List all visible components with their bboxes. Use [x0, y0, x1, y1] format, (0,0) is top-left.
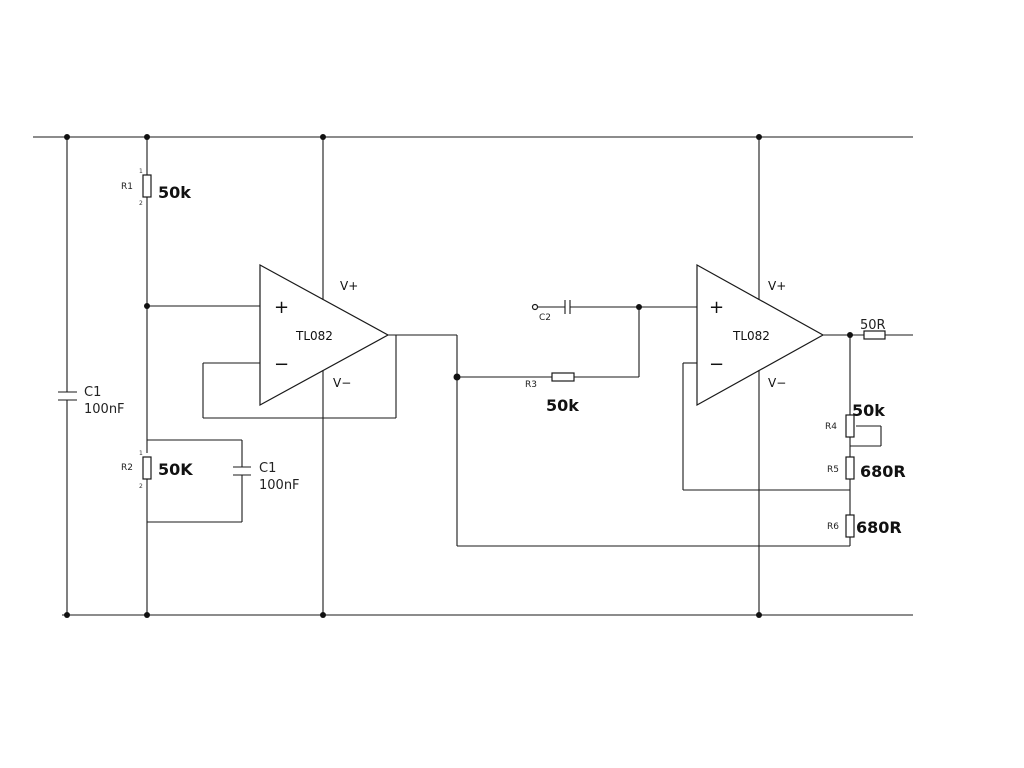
opamp-2-plus: +: [709, 297, 724, 318]
junction-dot: [320, 134, 326, 140]
resistor-r3: [551, 372, 575, 382]
c2-ref: C2: [539, 313, 551, 323]
junction-dot: [64, 134, 70, 140]
junction-dots: [64, 134, 853, 618]
r1-pin1: 1: [139, 168, 143, 175]
r2-pin1: 1: [139, 450, 143, 457]
c1-mid-value: 100nF: [259, 478, 300, 493]
resistor-r5: [845, 456, 855, 480]
opamp-2-vminus: V−: [768, 376, 786, 390]
opamp-1-part: TL082: [295, 329, 333, 343]
junction-dot: [756, 612, 762, 618]
resistor-r6: [845, 514, 855, 538]
r3-ref: R3: [525, 380, 537, 390]
r5-value: 680R: [860, 462, 906, 481]
r2-ref: R2: [121, 463, 133, 473]
c1-left-value: 100nF: [84, 402, 125, 417]
opamp-1: + − TL082 V+ V−: [202, 137, 458, 615]
gain-network: R4 50k R5 680R R6 680R: [457, 335, 906, 547]
opamp-2: + − TL082 V+ V− 50R: [682, 137, 913, 615]
r4-value: 50k: [852, 401, 885, 420]
r6-ref: R6: [827, 522, 839, 532]
opamp-2-part: TL082: [732, 329, 770, 343]
r2-value: 50K: [158, 460, 193, 479]
junction-dot: [320, 612, 326, 618]
r3-value: 50k: [546, 396, 579, 415]
r5-ref: R5: [827, 465, 839, 475]
junction-dot: [636, 304, 642, 310]
junction-dot: [756, 134, 762, 140]
opamp-1-minus: −: [274, 354, 289, 375]
r1-pin2: 2: [139, 200, 143, 207]
junction-dot: [64, 612, 70, 618]
r-out-value: 50R: [860, 318, 886, 333]
junction-dot: [144, 134, 150, 140]
divider-network: R1 1 2 50k R2 1 2 50K C1 100nF: [121, 137, 300, 615]
junction-dot: [847, 332, 853, 338]
c1-left-ref: C1: [84, 385, 101, 400]
c1-mid-ref: C1: [259, 461, 276, 476]
r1-value: 50k: [158, 183, 191, 202]
junction-dot: [144, 303, 150, 309]
junction-dot: [453, 373, 461, 381]
supply-rails: [33, 136, 913, 616]
opamp-1-vplus: V+: [340, 279, 358, 293]
resistor-r2: [142, 456, 152, 480]
opamp-2-vplus: V+: [768, 279, 786, 293]
opamp-1-plus: +: [274, 297, 289, 318]
opamp-2-minus: −: [709, 354, 724, 375]
coupling-network: R3 50k C2: [457, 300, 697, 415]
r2-pin2: 2: [139, 483, 143, 490]
opamp-1-vminus: V−: [333, 376, 351, 390]
r1-ref: R1: [121, 182, 133, 192]
r4-ref: R4: [825, 422, 837, 432]
resistor-r1: [142, 174, 152, 198]
c2-input-terminal: [531, 303, 539, 311]
r6-value: 680R: [856, 518, 902, 537]
capacitor-c1-left: C1 100nF: [58, 137, 125, 615]
junction-dot: [144, 612, 150, 618]
